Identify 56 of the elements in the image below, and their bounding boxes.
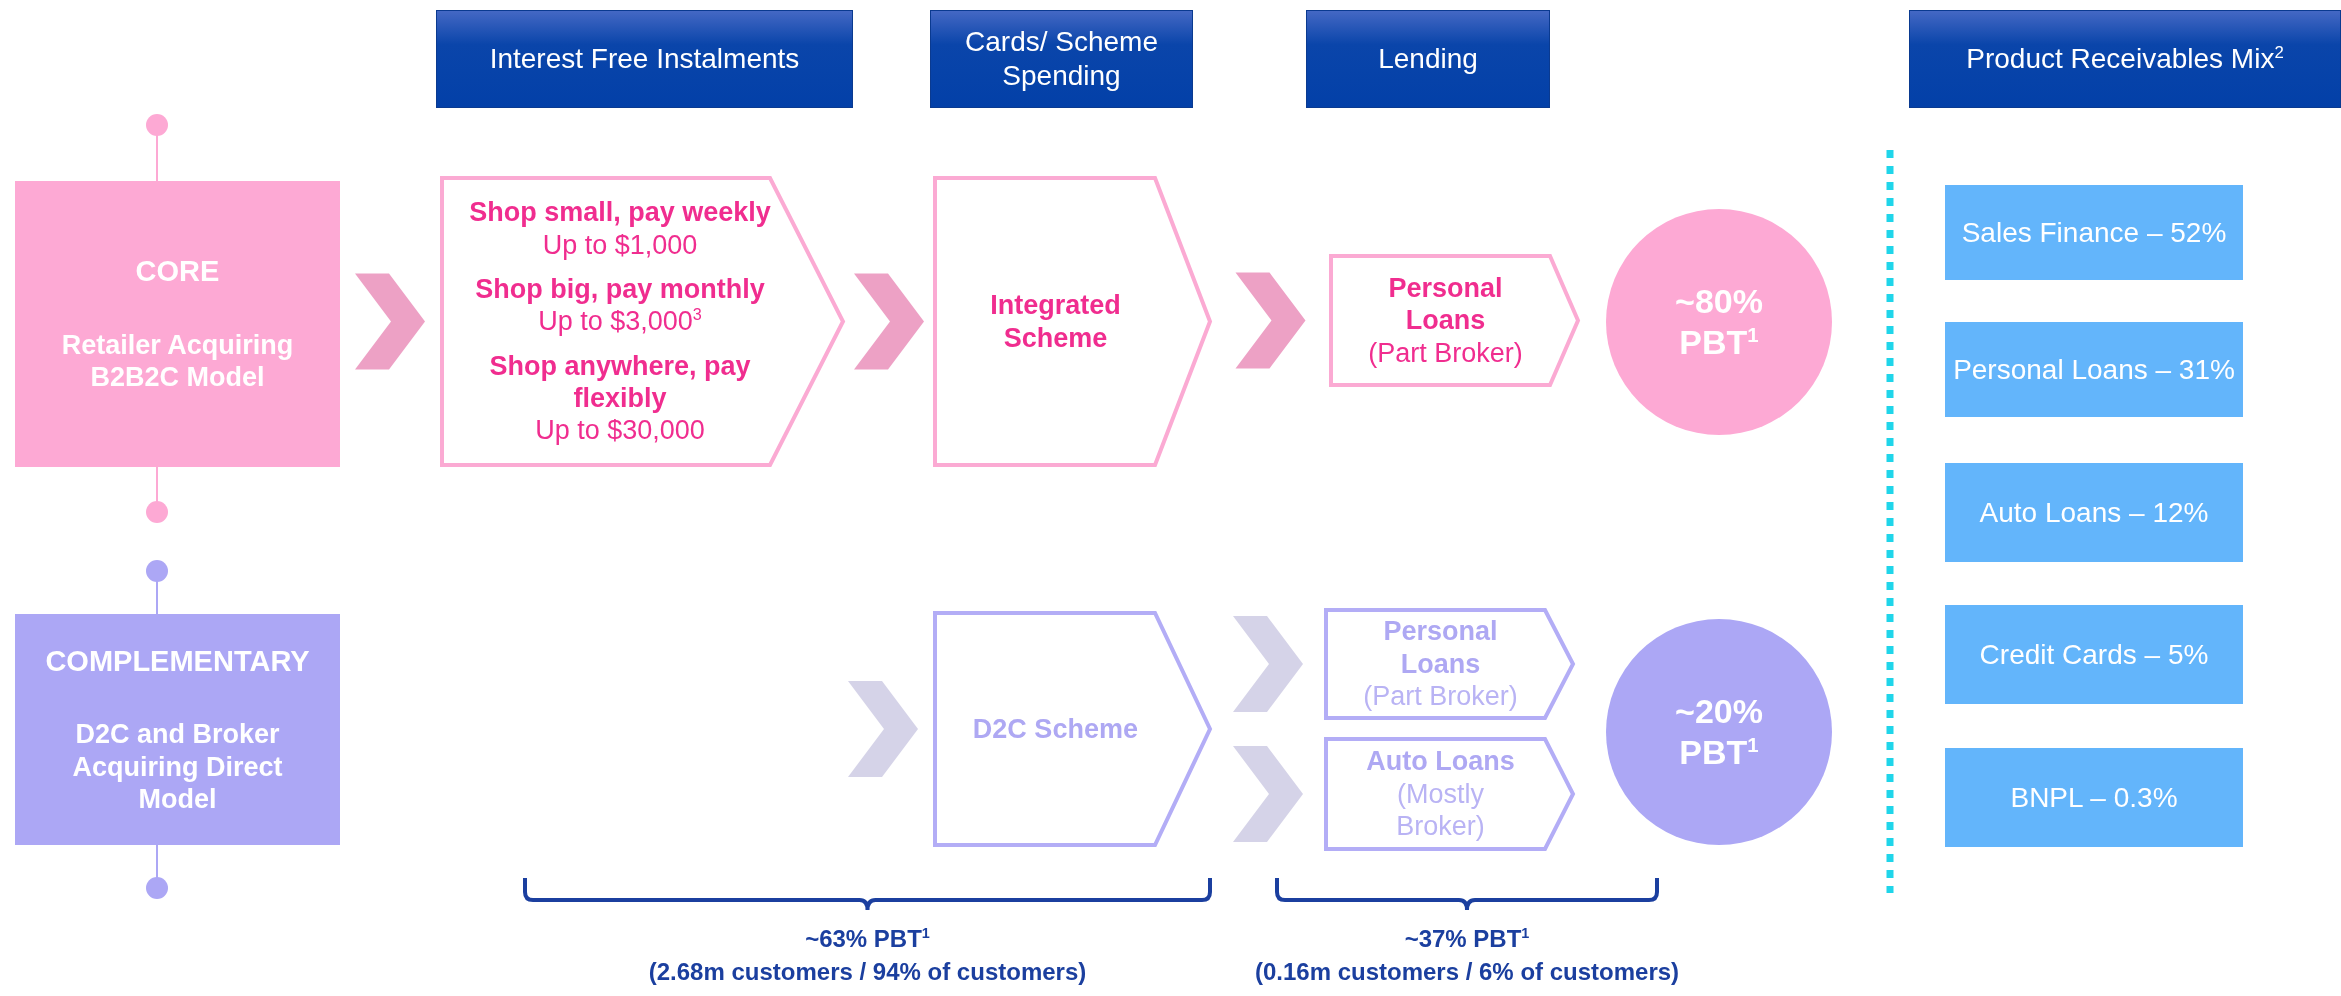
product-detail: (Part Broker): [1362, 680, 1519, 713]
receivables-bar: [1945, 605, 2243, 704]
product-name: Shop anywhere, pay flexibly: [488, 349, 752, 415]
column-header: [930, 10, 1193, 108]
segment-box: [15, 614, 340, 845]
column-header: [436, 10, 853, 108]
header-title: Product Receivables Mix$^{2}$: [1966, 42, 2284, 76]
product-chevron-box: [933, 611, 1212, 847]
product-name: Personal Loans: [1382, 615, 1499, 681]
product-detail: (Mostly Broker): [1395, 777, 1486, 843]
segment-description: D2C and Broker Acquiring Direct Model: [71, 718, 284, 816]
product-name: D2C Scheme: [971, 712, 1139, 746]
product-chevron-box: [1329, 254, 1580, 387]
segment-description: Retailer Acquiring B2B2C Model: [60, 329, 295, 394]
receivables-bar: [1945, 748, 2243, 847]
header-title: Lending: [1378, 42, 1478, 76]
chevron-arrow: [854, 273, 924, 370]
product-name: Shop small, pay weekly: [468, 196, 772, 229]
receivable-share: Personal Loans – 31%: [1953, 352, 2235, 387]
product-detail: Up to $1,000: [541, 228, 699, 261]
column-header: [1306, 10, 1550, 108]
product-detail: Up to $30,000: [534, 414, 706, 447]
product-chevron-box: [1324, 608, 1575, 720]
chevron-arrow: [1233, 616, 1303, 712]
product-chevron-box: [1324, 737, 1575, 851]
segment-title: CORE: [135, 254, 220, 289]
receivable-share: Auto Loans – 12%: [1979, 495, 2209, 530]
product-detail: (Part Broker): [1367, 336, 1524, 370]
product-name: Auto Loans: [1365, 745, 1516, 778]
product-name: Shop big, pay monthly: [474, 272, 766, 306]
chevron-arrow: [848, 681, 918, 777]
chevron-arrow: [355, 273, 425, 370]
receivable-share: Credit Cards – 5%: [1979, 637, 2209, 672]
pbt-share: ~20% PBT$^{1}$: [1674, 691, 1764, 773]
column-header: [1909, 10, 2341, 108]
profit-summary: (2.68m customers / 94% of customers): [647, 958, 1088, 986]
profit-summary: (0.16m customers / 6% of customers): [1253, 958, 1681, 986]
header-title: Interest Free Instalments: [489, 42, 800, 76]
segment-box: [15, 181, 340, 467]
header-title: Cards/ Scheme Spending: [964, 25, 1159, 93]
receivables-bar: [1945, 322, 2243, 417]
receivables-bar: [1945, 185, 2243, 280]
product-detail: Up to $3,000$^{3}$: [537, 305, 703, 338]
receivables-bar: [1945, 463, 2243, 562]
profit-summary: ~63% PBT$^{1}$: [804, 925, 931, 953]
chevron-arrow: [1235, 272, 1306, 369]
product-name: Integrated Scheme: [989, 289, 1122, 354]
receivable-share: Sales Finance – 52%: [1961, 215, 2227, 250]
chevron-arrow: [1233, 746, 1303, 842]
pbt-share: ~80% PBT$^{1}$: [1674, 281, 1764, 363]
profit-summary: ~37% PBT$^{1}$: [1403, 925, 1531, 953]
product-name: Personal Loans: [1387, 271, 1504, 337]
segment-title: COMPLEMENTARY: [45, 643, 310, 679]
product-chevron-box: [933, 176, 1212, 467]
receivable-share: BNPL – 0.3%: [2010, 780, 2178, 815]
product-chevron-box: [440, 176, 845, 467]
